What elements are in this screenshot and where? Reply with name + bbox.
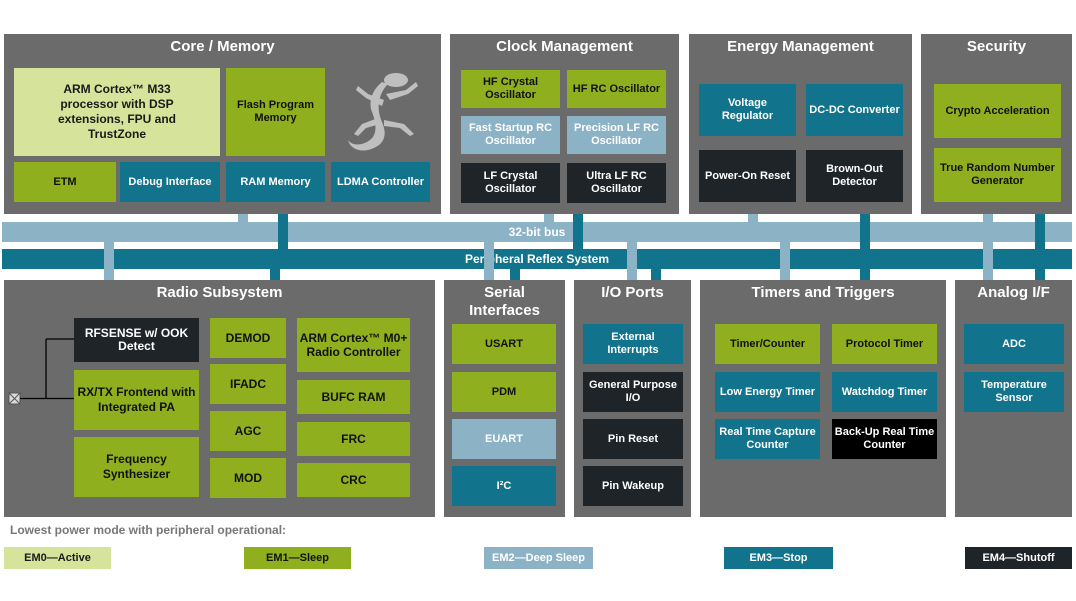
- brown-out-detector-block: Brown-Out Detector: [806, 150, 903, 202]
- legend-em0: EM0—Active: [4, 547, 111, 569]
- i2c-block: I²C: [452, 466, 556, 506]
- panel-title: Timers and Triggers: [751, 284, 895, 301]
- back-up-real-time-counter-block: Back-Up Real Time Counter: [832, 419, 937, 459]
- bus-connector: [484, 240, 494, 282]
- panel-title: I/O Ports: [601, 284, 664, 301]
- bufc-ram-block: BUFC RAM: [297, 380, 410, 414]
- bus-connector: [238, 212, 248, 224]
- ifadc-block: IFADC: [210, 364, 286, 404]
- panel-title: Analog I/F: [977, 284, 1050, 301]
- timer-counter-block: Timer/Counter: [715, 324, 820, 364]
- gecko-icon: [338, 64, 433, 156]
- agc-block: AGC: [210, 411, 286, 451]
- pin-reset-block: Pin Reset: [583, 419, 683, 459]
- antenna-icon: [6, 338, 78, 410]
- power-on-reset-block: Power-On Reset: [699, 150, 796, 202]
- panel-title: Clock Management: [496, 38, 633, 55]
- hf-rc-oscillator-block: HF RC Oscillator: [567, 70, 666, 108]
- legend-em1: EM1—Sleep: [244, 547, 351, 569]
- fast-startup-rc-oscillator-block: Fast Startup RC Oscillator: [461, 116, 560, 154]
- arm-cortex-m0-radio-controller-block: ARM Cortex™ M0+ Radio Controller: [297, 318, 410, 372]
- dc-dc-converter-block: DC-DC Converter: [806, 84, 903, 136]
- arm-cortex-m33-block: ARM Cortex™ M33 processor with DSP exten…: [14, 68, 220, 156]
- adc-block: ADC: [964, 324, 1064, 364]
- prs-connector: [573, 212, 583, 251]
- prs-connector: [270, 267, 280, 282]
- legend-title: Lowest power mode with peripheral operat…: [10, 523, 287, 537]
- demod-block: DEMOD: [210, 318, 286, 358]
- bus-connector: [748, 212, 758, 224]
- rx-tx-frontend-block: RX/TX Frontend with Integrated PA: [74, 370, 199, 430]
- low-energy-timer-block: Low Energy Timer: [715, 372, 820, 412]
- general-purpose-io-block: General Purpose I/O: [583, 372, 683, 412]
- rfsense-block: RFSENSE w/ OOK Detect: [74, 318, 199, 362]
- ldma-controller-block: LDMA Controller: [331, 162, 430, 202]
- legend-em2: EM2—Deep Sleep: [484, 547, 593, 569]
- euart-block: EUART: [452, 419, 556, 459]
- prs-connector: [510, 267, 520, 282]
- 32-bit-bus: 32-bit bus: [2, 222, 1072, 242]
- bus-connector: [104, 240, 114, 282]
- prs-connector: [651, 267, 661, 282]
- frequency-synthesizer-block: Frequency Synthesizer: [74, 437, 199, 497]
- crypto-acceleration-block: Crypto Acceleration: [934, 84, 1061, 138]
- bus-connector: [780, 240, 790, 282]
- mod-block: MOD: [210, 458, 286, 498]
- protocol-timer-block: Protocol Timer: [832, 324, 937, 364]
- panel-title: Security: [966, 38, 1027, 55]
- precision-lf-rc-oscillator-block: Precision LF RC Oscillator: [567, 116, 666, 154]
- panel-title: Radio Subsystem: [156, 284, 283, 301]
- panel-title: Core / Memory: [170, 38, 275, 55]
- legend-em3: EM3—Stop: [724, 547, 833, 569]
- prs-connector: [860, 212, 870, 251]
- watchdog-timer-block: Watchdog Timer: [832, 372, 937, 412]
- lf-crystal-oscillator-block: LF Crystal Oscillator: [461, 163, 560, 203]
- prs-connector: [1035, 267, 1045, 282]
- pdm-block: PDM: [452, 372, 556, 412]
- debug-interface-block: Debug Interface: [120, 162, 220, 202]
- bus-connector: [983, 212, 993, 224]
- bus-connector: [983, 240, 993, 282]
- flash-memory-block: Flash Program Memory: [226, 68, 325, 156]
- pin-wakeup-block: Pin Wakeup: [583, 466, 683, 506]
- panel-title: Energy Management: [727, 38, 874, 55]
- voltage-regulator-block: Voltage Regulator: [699, 84, 796, 136]
- usart-block: USART: [452, 324, 556, 364]
- frc-block: FRC: [297, 422, 410, 456]
- prs-connector: [278, 212, 288, 251]
- bus-connector: [627, 240, 637, 282]
- etm-block: ETM: [14, 162, 116, 202]
- crc-block: CRC: [297, 463, 410, 497]
- bus-connector: [544, 212, 554, 224]
- temperature-sensor-block: Temperature Sensor: [964, 372, 1064, 412]
- prs-connector: [1035, 212, 1045, 251]
- panel-title: Serial Interfaces: [469, 284, 540, 319]
- ultra-lf-rc-oscillator-block: Ultra LF RC Oscillator: [567, 163, 666, 203]
- peripheral-reflex-system-bus: Peripheral Reflex System: [2, 249, 1072, 269]
- legend-em4: EM4—Shutoff: [965, 547, 1072, 569]
- ram-memory-block: RAM Memory: [226, 162, 325, 202]
- external-interrupts-block: External Interrupts: [583, 324, 683, 364]
- prs-connector: [860, 267, 870, 282]
- real-time-capture-counter-block: Real Time Capture Counter: [715, 419, 820, 459]
- hf-crystal-oscillator-block: HF Crystal Oscillator: [461, 70, 560, 108]
- true-random-number-generator-block: True Random Number Generator: [934, 148, 1061, 202]
